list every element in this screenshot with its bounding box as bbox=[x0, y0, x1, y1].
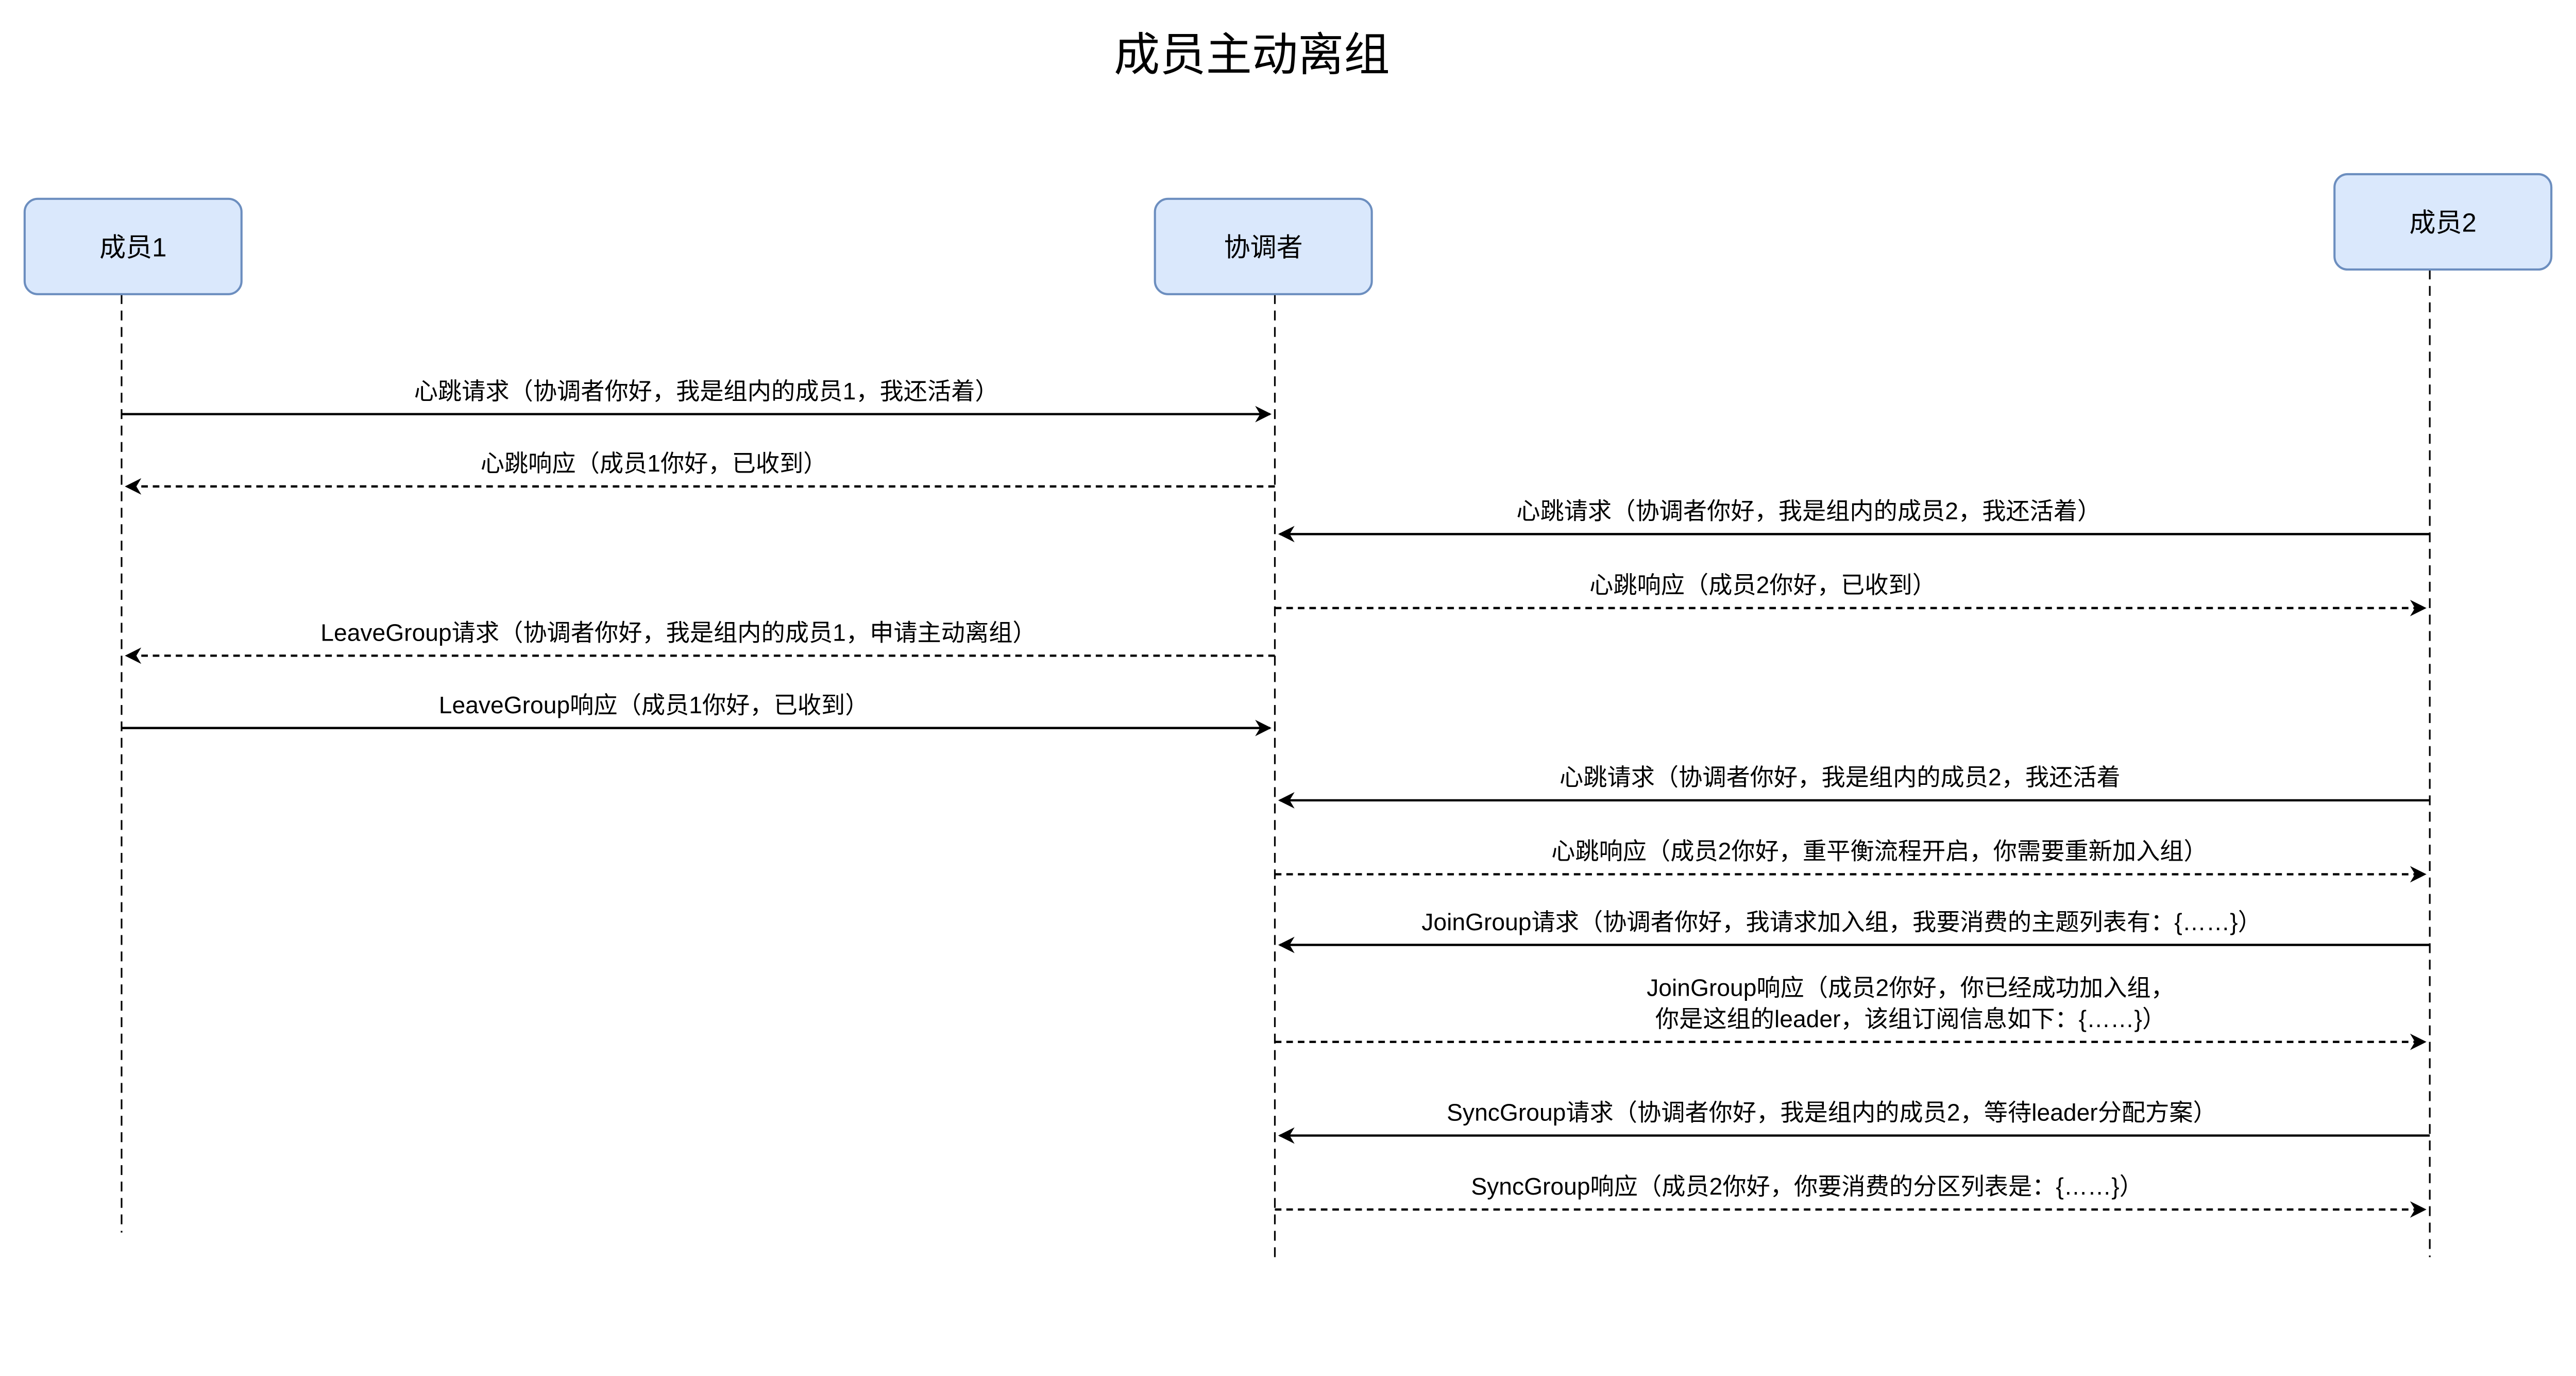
participant-label: 成员2 bbox=[2409, 208, 2476, 238]
message-label: 心跳响应（成员2你好，重平衡流程开启，你需要重新加入组） bbox=[1551, 838, 2208, 865]
message-label: SyncGroup响应（成员2你好，你要消费的分区列表是：{……}） bbox=[1471, 1173, 2143, 1200]
message-label: 心跳响应（成员1你好，已收到） bbox=[481, 450, 827, 477]
participant-box bbox=[23, 197, 243, 295]
message-label: 心跳请求（协调者你好，我是组内的成员2，我还活着 bbox=[1560, 764, 2121, 791]
participant-label: 协调者 bbox=[1224, 232, 1303, 262]
message-label: 你是这组的leader，该组订阅信息如下：{……}） bbox=[1655, 1005, 2166, 1032]
message-label: LeaveGroup响应（成员1你好，已收到） bbox=[439, 692, 869, 718]
message: JoinGroup响应（成员2你好，你已经成功加入组， 你是这组的leader，该… bbox=[1275, 974, 2427, 1050]
message: 心跳响应（成员2你好，已收到） bbox=[1275, 572, 2427, 616]
message: LeaveGroup响应（成员1你好，已收到） bbox=[121, 692, 1272, 736]
message-label: SyncGroup请求（协调者你好，我是组内的成员2，等待leader分配方案） bbox=[1447, 1099, 2217, 1126]
sequence-diagram: 成员主动离组 成员1 协调者 成员2 心跳请求（协调者你好，我是组内的成员1，我还活… bbox=[23, 29, 2553, 1257]
message: LeaveGroup请求（协调者你好，我是组内的成员1，申请主动离组） bbox=[125, 619, 1275, 664]
message: SyncGroup请求（协调者你好，我是组内的成员2，等待leader分配方案） bbox=[1278, 1099, 2430, 1144]
messages: 心跳请求（协调者你好，我是组内的成员1，我还活着） 心跳响应（成员1你好，已收到）… bbox=[121, 378, 2430, 1218]
participant-co: 协调者 bbox=[1154, 197, 1373, 1257]
message-label: JoinGroup请求（协调者你好，我请求加入组，我要消费的主题列表有：{……}… bbox=[1421, 909, 2262, 935]
message-label: LeaveGroup请求（协调者你好，我是组内的成员1，申请主动离组） bbox=[320, 619, 1036, 646]
message: 心跳响应（成员1你好，已收到） bbox=[125, 450, 1275, 495]
message: 心跳请求（协调者你好，我是组内的成员1，我还活着） bbox=[121, 378, 1272, 423]
participants: 成员1 协调者 成员2 bbox=[23, 173, 2553, 1257]
message-label: JoinGroup响应（成员2你好，你已经成功加入组， bbox=[1647, 974, 2175, 1001]
participant-box bbox=[1154, 197, 1373, 295]
message-label: 心跳请求（协调者你好，我是组内的成员2，我还活着） bbox=[1516, 498, 2101, 525]
message-label: 心跳响应（成员2你好，已收到） bbox=[1589, 572, 1936, 598]
message: JoinGroup请求（协调者你好，我请求加入组，我要消费的主题列表有：{……}… bbox=[1278, 909, 2430, 953]
participant-box bbox=[2333, 173, 2553, 271]
message: 心跳请求（协调者你好，我是组内的成员2，我还活着） bbox=[1278, 498, 2430, 543]
participant-m2: 成员2 bbox=[2333, 173, 2553, 1257]
message: 心跳请求（协调者你好，我是组内的成员2，我还活着 bbox=[1278, 764, 2430, 809]
participant-label: 成员1 bbox=[99, 232, 166, 262]
message: SyncGroup响应（成员2你好，你要消费的分区列表是：{……}） bbox=[1275, 1173, 2427, 1218]
participant-m1: 成员1 bbox=[23, 197, 243, 1233]
message-label: 心跳请求（协调者你好，我是组内的成员1，我还活着） bbox=[414, 378, 999, 405]
diagram-title: 成员主动离组 bbox=[1114, 29, 1390, 80]
message: 心跳响应（成员2你好，重平衡流程开启，你需要重新加入组） bbox=[1275, 838, 2427, 883]
